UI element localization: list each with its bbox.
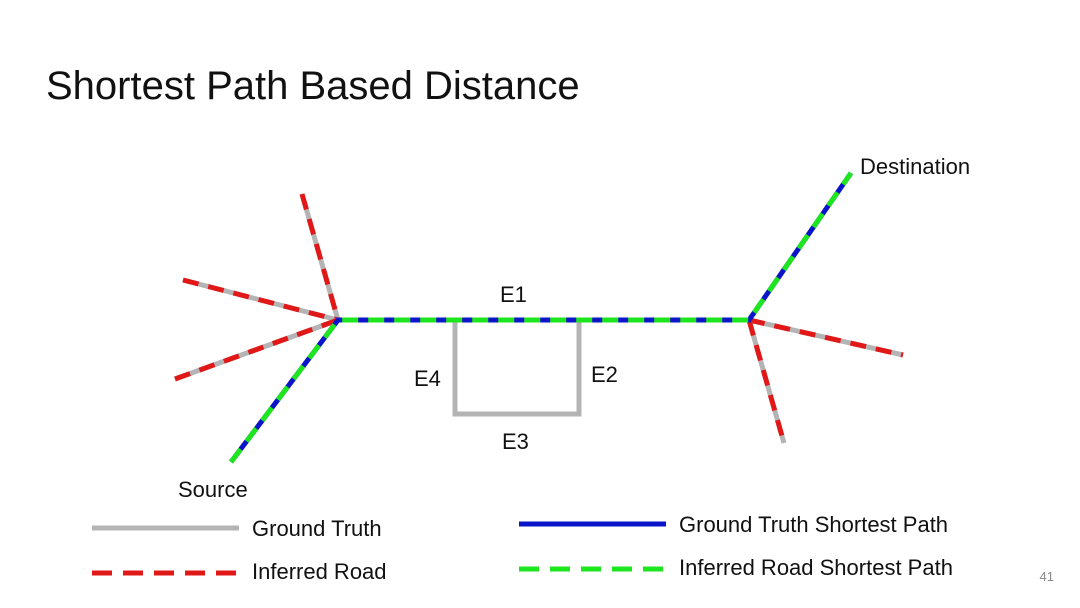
right-branch-right bbox=[748, 317, 904, 358]
left-branch-upper bbox=[182, 277, 339, 323]
edge-label-e4: E4 bbox=[414, 366, 441, 391]
slide-title: Shortest Path Based Distance bbox=[46, 64, 580, 108]
destination-label: Destination bbox=[860, 154, 970, 179]
legend: Ground Truth Inferred Road Ground Truth … bbox=[92, 512, 953, 584]
legend-label-inferred-road: Inferred Road bbox=[252, 559, 387, 584]
right-branch-down bbox=[746, 319, 787, 444]
legend-label-inferred-shortest-path: Inferred Road Shortest Path bbox=[679, 555, 953, 580]
source-label: Source bbox=[178, 477, 248, 502]
left-branch-top bbox=[299, 193, 341, 321]
edge-label-e1: E1 bbox=[500, 282, 527, 307]
edge-label-e2: E2 bbox=[591, 362, 618, 387]
detour-loop-edges bbox=[452, 320, 582, 417]
edge-label-e3: E3 bbox=[502, 429, 529, 454]
legend-label-ground-truth: Ground Truth bbox=[252, 516, 382, 541]
page-number: 41 bbox=[1039, 569, 1054, 584]
legend-label-gt-shortest-path: Ground Truth Shortest Path bbox=[679, 512, 948, 537]
inferred-road-shortest-path bbox=[229, 171, 854, 464]
left-branch-lower bbox=[174, 317, 339, 382]
